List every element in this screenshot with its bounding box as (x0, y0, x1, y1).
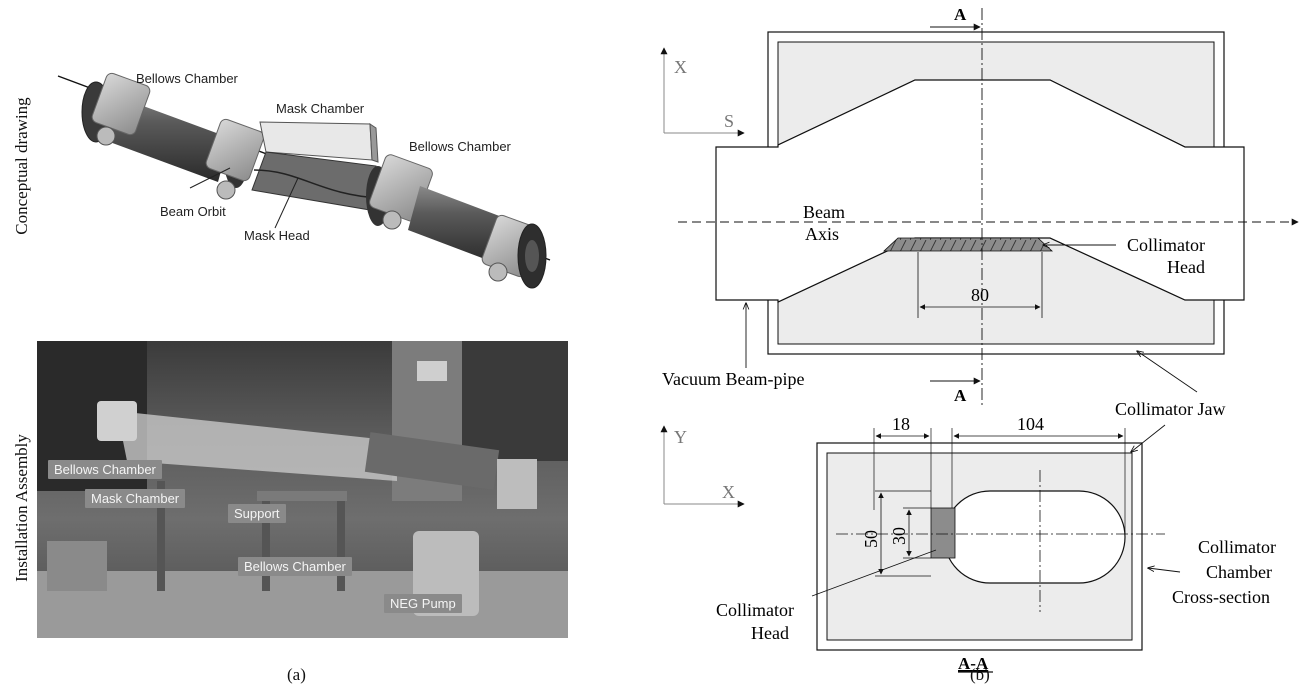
collimator-head-top-label-1: Collimator (1127, 235, 1205, 255)
top-axis-x-label: X (674, 57, 687, 77)
photo-mask-chamber-tag: Mask Chamber (85, 489, 186, 508)
collimator-head-section-label-1: Collimator (716, 600, 794, 620)
left-end-flange (81, 72, 151, 146)
dim-30: 30 (889, 527, 909, 545)
section-axis-y-label: Y (674, 427, 687, 447)
beam-axis-label-1: Beam (803, 202, 845, 222)
dim-18: 18 (892, 414, 910, 434)
photo-bellows-right-tag: Bellows Chamber (238, 557, 352, 576)
concept-mask-chamber-label: Mask Chamber (276, 101, 365, 116)
photo-bellows-left-tag: Bellows Chamber (48, 460, 162, 479)
section-marker-bottom: A (954, 386, 967, 405)
collimator-drawing: A A X S Beam Axis Collimator Head 80 Vac… (660, 5, 1299, 673)
chamber-label-2: Chamber (1206, 562, 1272, 582)
section-view: Collimator Jaw Y X 18 104 50 30 Collimat… (660, 399, 1276, 673)
right-tube (408, 186, 510, 264)
installation-assembly-label: Installation Assembly (12, 434, 31, 582)
caption-b: (b) (970, 665, 990, 684)
photo-support-tag: Support (228, 504, 286, 523)
concept-bellows-right-label: Bellows Chamber (409, 139, 511, 154)
collimator-head-top-label-2: Head (1167, 257, 1205, 277)
chamber-label-1: Collimator (1198, 537, 1276, 557)
right-end-flange (481, 214, 547, 289)
vacuum-beam-pipe-label: Vacuum Beam-pipe (662, 369, 804, 389)
concept-beam-orbit-label: Beam Orbit (160, 204, 226, 219)
top-axis-s-label: S (724, 111, 734, 131)
dim-50: 50 (861, 530, 881, 548)
chamber-label-3: Cross-section (1172, 587, 1270, 607)
photo-neg-pump-tag: NEG Pump (384, 594, 462, 613)
conceptual-drawing (57, 72, 551, 289)
section-axis-x-label: X (722, 482, 735, 502)
dim-104: 104 (1017, 414, 1044, 434)
collimator-head-top (882, 237, 1054, 252)
dim-80: 80 (971, 285, 989, 305)
section-marker-top: A (954, 5, 967, 24)
caption-a: (a) (287, 665, 306, 684)
conceptual-drawing-label: Conceptual drawing (12, 97, 31, 235)
concept-bellows-left-label: Bellows Chamber (136, 71, 238, 86)
collimator-jaw-label: Collimator Jaw (1115, 399, 1226, 419)
mask-chamber-body (251, 121, 381, 211)
collimator-head-section (930, 507, 956, 559)
section-title: A-A (958, 654, 989, 673)
beam-axis-label-2: Axis (805, 224, 839, 244)
collimator-head-section-label-2: Head (751, 623, 789, 643)
top-view: A A X S Beam Axis Collimator Head 80 Vac… (660, 5, 1299, 405)
concept-mask-head-label: Mask Head (244, 228, 310, 243)
mid-left-flange (205, 118, 265, 200)
